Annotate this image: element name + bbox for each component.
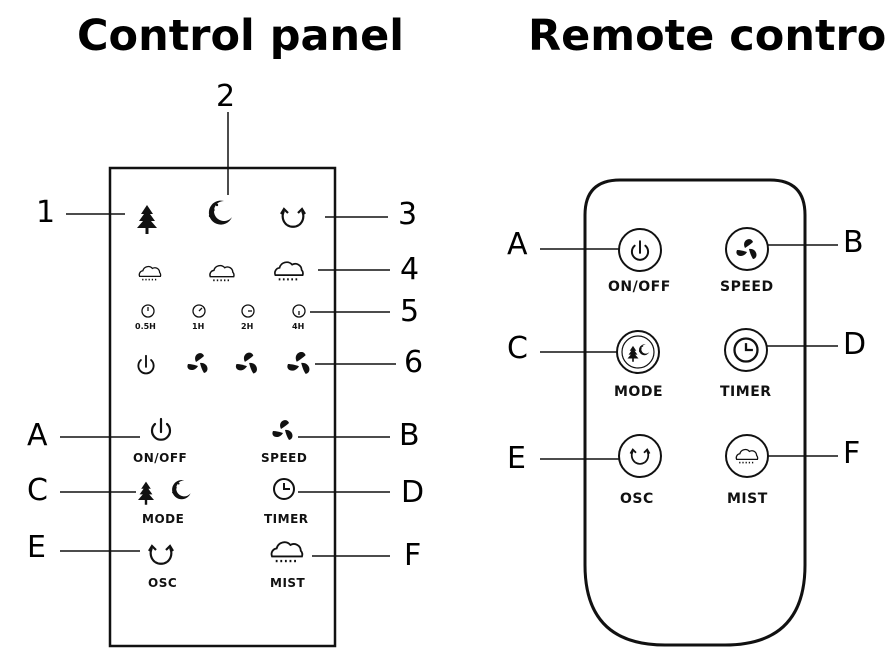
remote-mist-icon [735,448,759,465]
panel-speed-icon [272,420,293,440]
remote-callout-f: F [843,436,861,471]
panel-mode-button[interactable]: MODE [142,512,185,526]
panel-callout-c: C [27,473,48,508]
panel-callout-e: E [27,530,46,565]
remote-onoff-button[interactable]: ON/OFF [608,279,671,295]
control-panel-body [108,166,337,648]
remote-speed-button[interactable]: SPEED [720,279,774,295]
timer-label-1h: 1H [192,322,205,331]
callout-3: 3 [398,197,418,232]
tree-icon [137,205,157,234]
remote-callout-d: D [843,327,867,362]
panel-onoff-button[interactable]: ON/OFF [133,451,188,465]
remote-speed-circle [725,227,769,271]
remote-mode-circle [616,330,660,374]
callout-6: 6 [404,345,424,380]
control-panel-title: Control panel [77,11,405,61]
panel-callout-b: B [399,418,420,453]
moon-icon [208,200,232,225]
remote-body [583,178,807,647]
mist-low-icon [138,265,162,282]
panel-osc-button[interactable]: OSC [148,576,178,590]
remote-osc-icon [629,448,651,465]
fan-speed-1-icon [187,353,208,373]
power-indicator-icon [137,354,155,375]
panel-speed-button[interactable]: SPEED [261,451,308,465]
panel-mode-moon-icon [172,480,191,500]
panel-mode-tree-icon [138,481,154,505]
remote-osc-button[interactable]: OSC [620,491,654,507]
callout-1: 1 [36,195,56,230]
remote-timer-circle [724,328,768,372]
remote-power-icon [630,240,650,261]
callout-2: 2 [216,79,236,114]
remote-timer-button[interactable]: TIMER [720,384,772,400]
timer-0-5h-icon [141,304,155,318]
remote-callout-a: A [507,227,528,262]
remote-osc-circle [618,434,662,478]
remote-onoff-circle [618,228,662,272]
remote-speed-icon [736,239,757,259]
panel-callout-f: F [404,538,422,573]
panel-timer-button[interactable]: TIMER [264,512,309,526]
remote-mode-tree-icon [627,345,639,362]
panel-mist-button[interactable]: MIST [270,576,306,590]
callout-5: 5 [400,294,420,329]
timer-label-4h: 4H [292,322,305,331]
callout-4: 4 [400,252,420,287]
timer-4h-icon [292,304,306,318]
panel-callout-d: D [401,475,425,510]
mist-high-icon [274,261,304,282]
timer-label-0-5h: 0.5H [135,322,156,331]
remote-control-title: Remote control [528,11,888,61]
remote-timer-icon [733,337,759,363]
remote-mode-moon-icon [638,344,650,356]
remote-mist-circle [725,434,769,478]
remote-mist-button[interactable]: MIST [727,491,768,507]
fan-speed-2-icon [235,352,257,374]
remote-callout-c: C [507,331,528,366]
mist-medium-icon [209,264,235,282]
panel-timer-icon [273,478,295,500]
fan-speed-3-icon [287,352,310,374]
remote-callout-e: E [507,441,526,476]
remote-mode-button[interactable]: MODE [614,384,664,400]
panel-osc-icon [147,544,175,565]
timer-2h-icon [241,304,255,318]
remote-callout-b: B [843,225,864,260]
panel-mist-icon [270,541,304,564]
panel-power-icon [150,417,172,441]
timer-label-2h: 2H [241,322,254,331]
timer-1h-icon [192,304,206,318]
panel-callout-a: A [27,418,48,453]
oscillation-icon [279,207,307,228]
